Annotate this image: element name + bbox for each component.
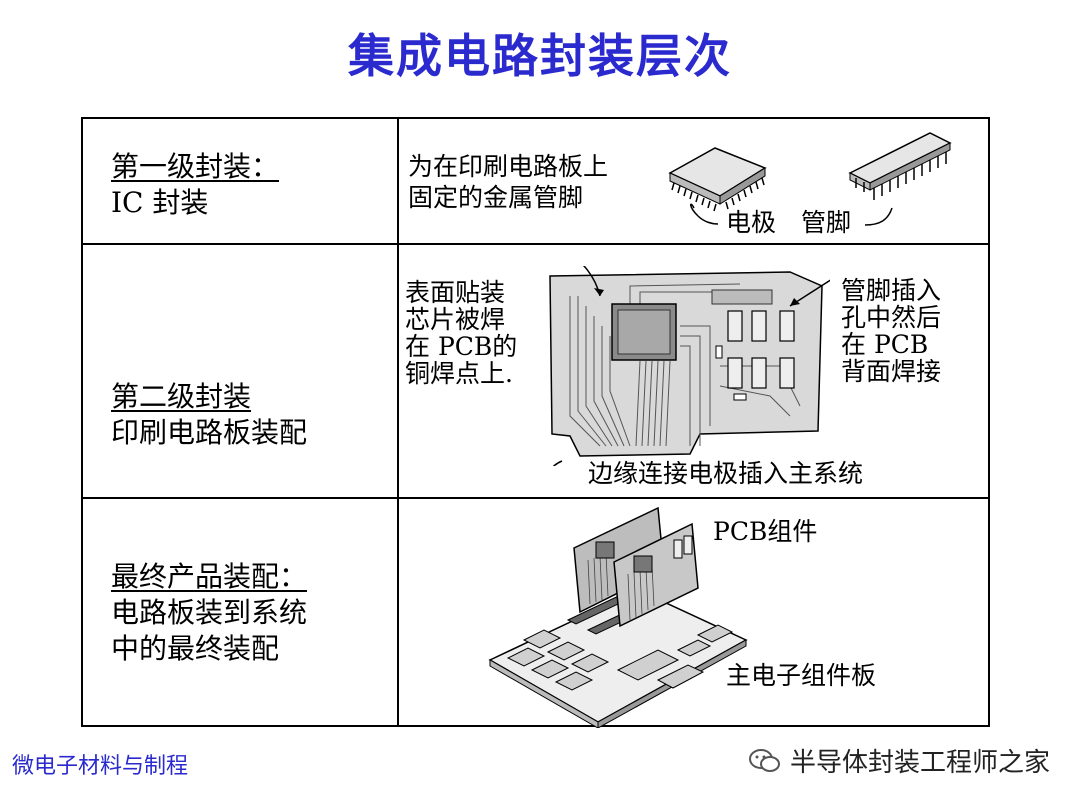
row1-subtitle: IC 封装 <box>111 186 209 219</box>
row1-description: 为在印刷电路板上 固定的金属管脚 <box>408 151 608 213</box>
packaging-table: 第一级封装： IC 封装 为在印刷电路板上 固定的金属管脚 电极 管脚 第二级封… <box>81 117 990 727</box>
wechat-icon <box>748 748 780 772</box>
row1-left-cell: 第一级封装： IC 封装 <box>111 149 279 221</box>
pins-label: 管脚 <box>801 208 852 237</box>
row3-left-cell: 最终产品装配： 电路板装到系统 中的最终装配 <box>111 559 307 667</box>
tht-note-line-2: 孔中然后 <box>841 303 942 332</box>
row1-desc-line-2: 固定的金属管脚 <box>408 183 584 212</box>
mainboard-label: 主电子组件板 <box>726 661 877 690</box>
system-assembly-illustration <box>488 506 748 728</box>
pcb-board-illustration <box>549 266 830 466</box>
footer-source-text: 半导体封装工程师之家 <box>789 748 1050 778</box>
dip-chips-icon <box>727 310 795 389</box>
column-divider <box>397 119 399 725</box>
tht-note-line-1: 管脚插入 <box>841 276 942 305</box>
tht-pointer-arrow <box>789 279 830 307</box>
pcb-assembly-label: PCB组件 <box>713 517 818 546</box>
row3-line-1: 电路板装到系统 <box>111 596 308 629</box>
row1-desc-line-1: 为在印刷电路板上 <box>408 152 609 181</box>
row1-heading: 第一级封装： <box>111 150 280 183</box>
row2-left-cell: 第二级封装 印刷电路板装配 <box>111 379 307 451</box>
ic-packages-illustration <box>668 132 952 226</box>
smt-note-line-1: 表面贴装 <box>405 278 506 307</box>
electrode-label: 电极 <box>726 208 777 237</box>
dip-chip-icon <box>848 132 952 226</box>
footer-source: 半导体封装工程师之家 <box>748 742 1050 779</box>
row-divider-2 <box>83 497 988 499</box>
tht-note-line-4: 背面焊接 <box>841 357 942 386</box>
edge-connector-note: 边缘连接电极插入主系统 <box>588 459 864 488</box>
qfp-chip-icon <box>668 147 767 225</box>
footer-course-name: 微电子材料与制程 <box>12 754 189 779</box>
tht-note-line-3: 在 PCB <box>841 330 929 359</box>
smt-note-line-3: 在 PCB的 <box>405 332 518 361</box>
smt-note-line-2: 芯片被焊 <box>405 305 506 334</box>
row-divider-1 <box>83 243 988 245</box>
page-title: 集成电路封装层次 <box>348 29 732 83</box>
smt-note-line-4: 铜焊点上. <box>405 359 513 388</box>
row3-line-2: 中的最终装配 <box>111 632 280 665</box>
through-hole-note: 管脚插入 孔中然后 在 PCB 背面焊接 <box>841 277 941 385</box>
row2-heading: 第二级封装 <box>111 380 252 413</box>
edge-pointer-arrow <box>553 460 563 466</box>
smt-note: 表面贴装 芯片被焊 在 PCB的 铜焊点上. <box>405 279 517 387</box>
row2-subtitle: 印刷电路板装配 <box>111 416 308 449</box>
smt-pointer-arrow <box>582 266 601 297</box>
pcb-card-front-icon <box>613 522 699 628</box>
row3-heading: 最终产品装配： <box>111 560 308 593</box>
